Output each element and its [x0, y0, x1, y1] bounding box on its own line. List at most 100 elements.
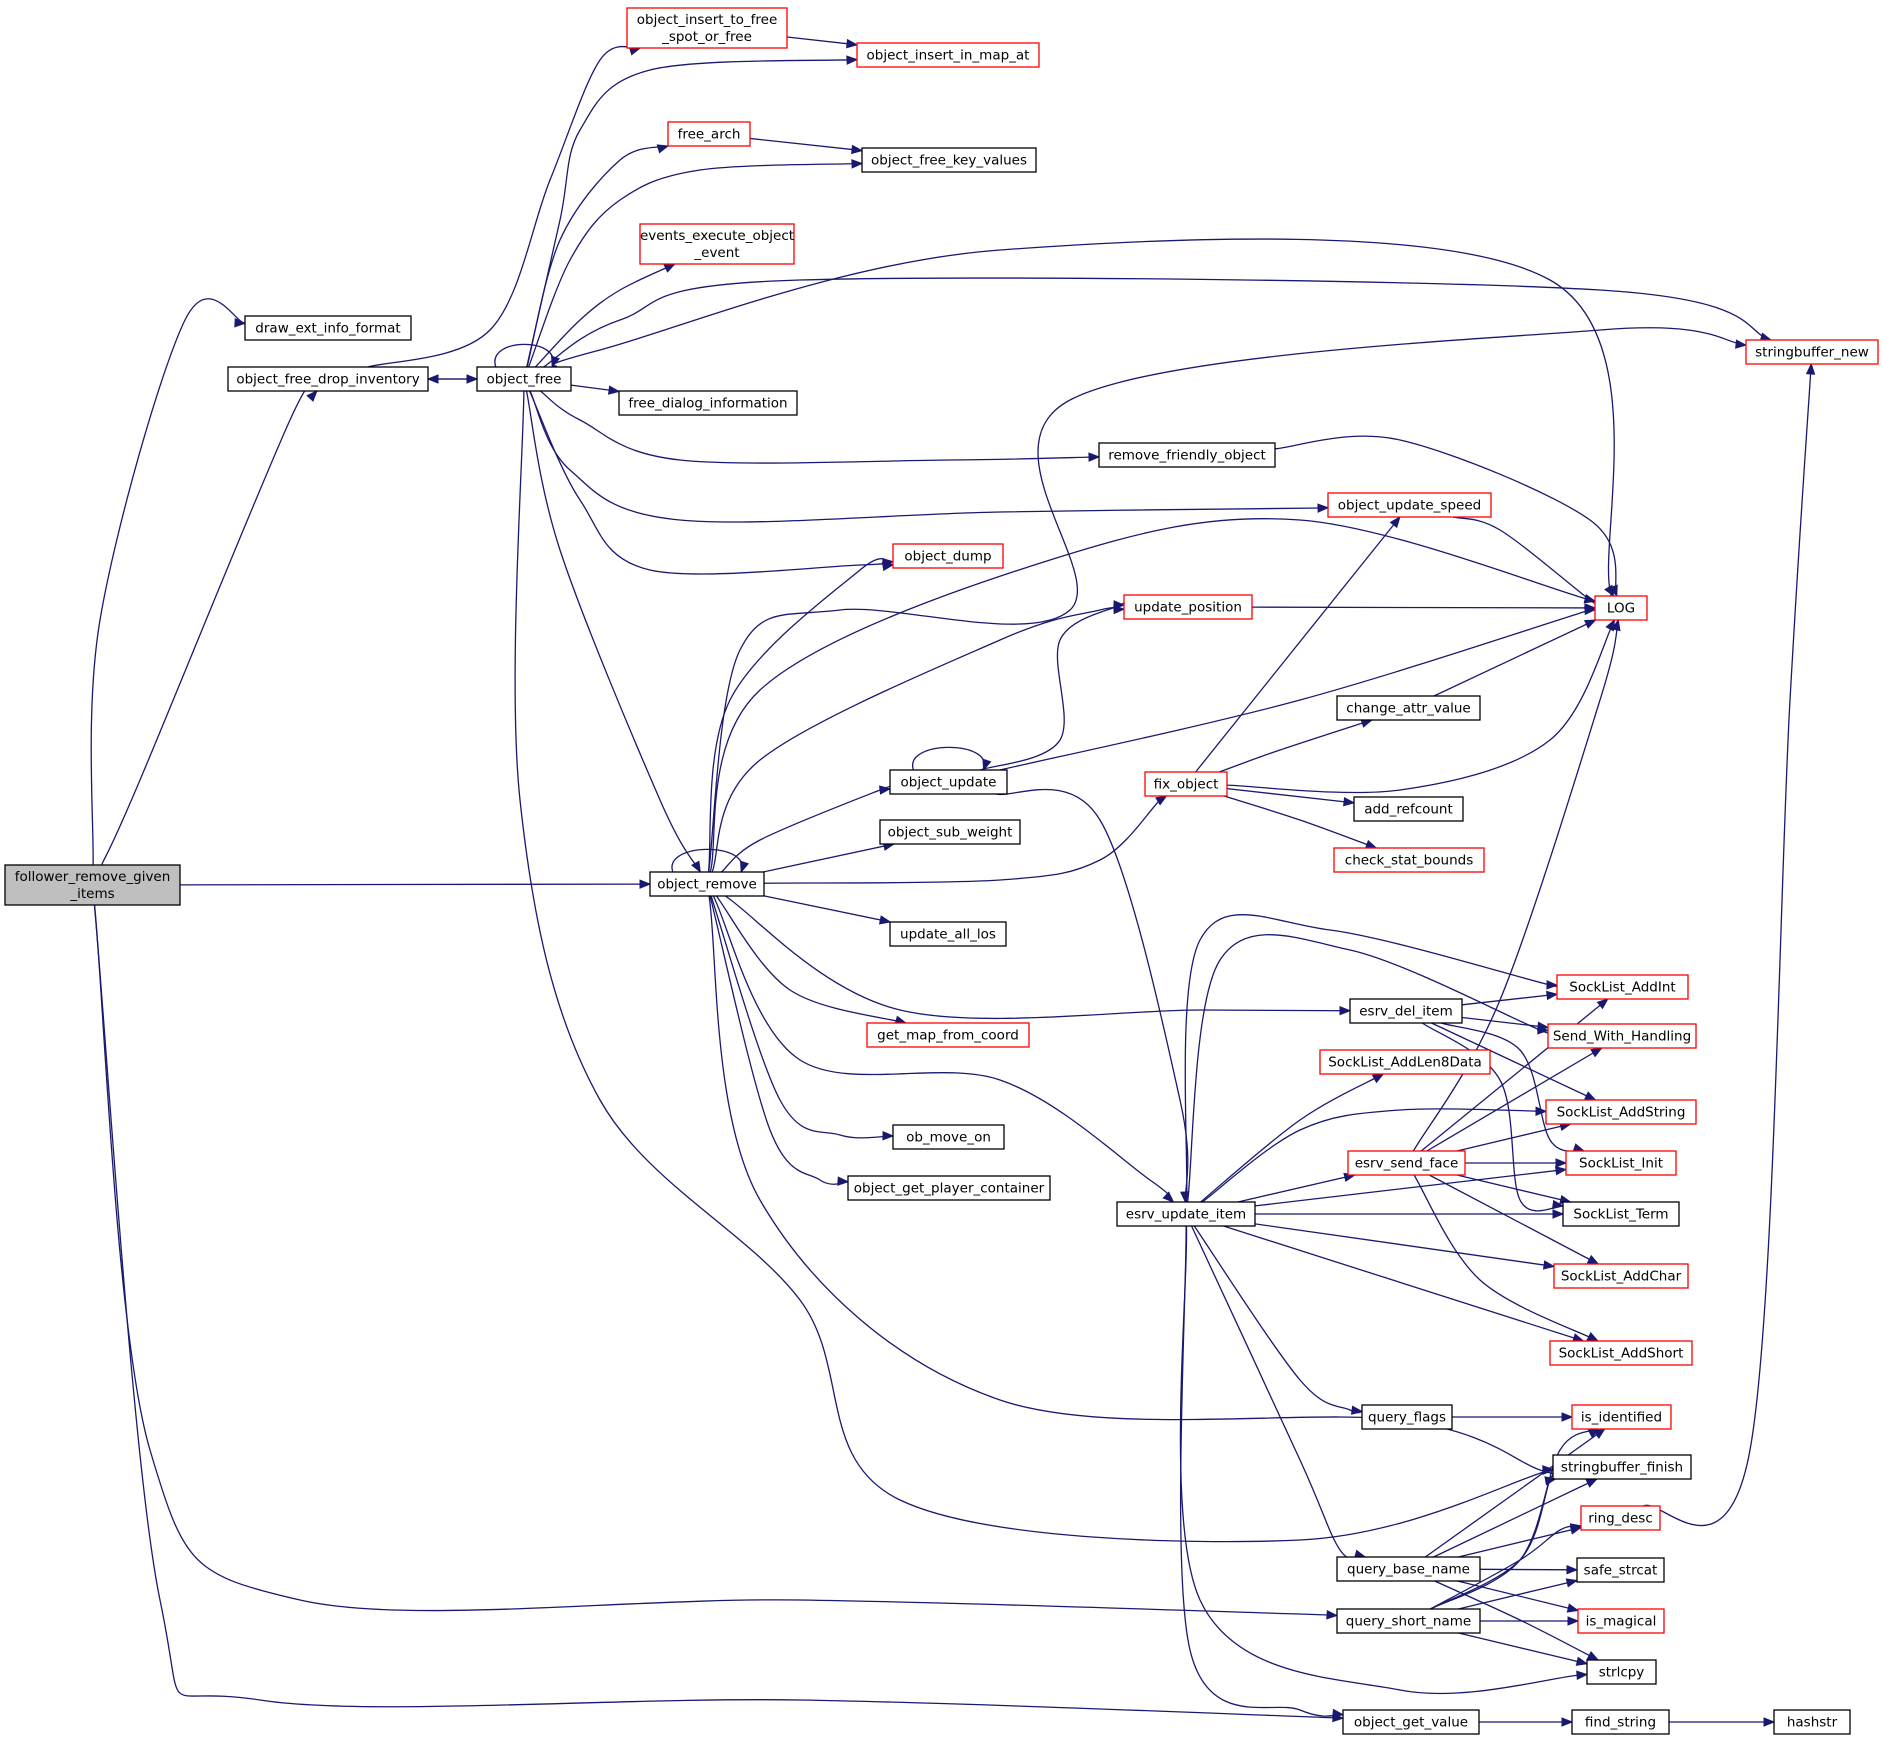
- node-object-update-speed[interactable]: object_update_speed: [1327, 492, 1492, 518]
- node-update-position[interactable]: update_position: [1123, 594, 1253, 620]
- arrowhead-icon: [1586, 1254, 1600, 1265]
- node-label: esrv_send_face: [1355, 1156, 1459, 1172]
- node-get-map-from-coord[interactable]: get_map_from_coord: [866, 1022, 1030, 1048]
- node-box: [227, 366, 429, 392]
- edge-eui-to-sli: [1254, 1168, 1567, 1207]
- node-query-base-name[interactable]: query_base_name: [1336, 1556, 1481, 1582]
- node-label: free_arch: [678, 127, 741, 143]
- node-object-update[interactable]: object_update: [889, 769, 1008, 795]
- node-query-flags[interactable]: query_flags: [1361, 1404, 1453, 1430]
- edge-orem-to-eui: [712, 895, 1174, 1203]
- node-label: stringbuffer_finish: [1561, 1460, 1683, 1476]
- node-object-sub-weight[interactable]: object_sub_weight: [879, 819, 1021, 845]
- node-draw-ext-info-format[interactable]: draw_ext_info_format: [244, 315, 412, 341]
- node-esrv-update-item[interactable]: esrv_update_item: [1116, 1201, 1256, 1227]
- node-esrv-send-face[interactable]: esrv_send_face: [1347, 1150, 1466, 1176]
- node-safe-strcat[interactable]: safe_strcat: [1576, 1557, 1665, 1583]
- node-label: SockList_AddLen8Data: [1328, 1055, 1482, 1071]
- edge-oitf-to-oima: [786, 36, 858, 46]
- node-box: [879, 819, 1021, 845]
- edge-fix-to-cav: [1218, 719, 1372, 773]
- node-label: _event: [693, 245, 739, 261]
- arrowhead-icon: [1590, 1047, 1603, 1058]
- node-log[interactable]: LOG: [1594, 595, 1648, 621]
- node-ob-move-on[interactable]: ob_move_on: [892, 1124, 1005, 1150]
- node-stringbuffer-finish[interactable]: stringbuffer_finish: [1552, 1454, 1692, 1480]
- node-free-arch[interactable]: free_arch: [667, 121, 751, 147]
- node-is-identified[interactable]: is_identified: [1571, 1404, 1672, 1430]
- node-object-insert-to-free-spot-or-free[interactable]: object_insert_to_free_spot_or_free: [626, 7, 788, 49]
- node-ring-desc[interactable]: ring_desc: [1580, 1505, 1661, 1531]
- edge-free-to-free: [494, 343, 554, 368]
- edge-free-to-log: [552, 238, 1617, 616]
- node-stringbuffer-new[interactable]: stringbuffer_new: [1745, 339, 1879, 365]
- edge-orem-to-omo: [710, 895, 894, 1139]
- node-label: fix_object: [1154, 777, 1219, 793]
- node-object-free-drop-inventory[interactable]: object_free_drop_inventory: [227, 366, 429, 392]
- node-object-get-player-container[interactable]: object_get_player_container: [847, 1175, 1051, 1201]
- node-socklist-term[interactable]: SockList_Term: [1562, 1201, 1680, 1227]
- node-hashstr[interactable]: hashstr: [1773, 1709, 1851, 1735]
- node-object-free-key-values[interactable]: object_free_key_values: [861, 147, 1037, 173]
- node-object-dump[interactable]: object_dump: [892, 543, 1004, 569]
- edge-eui-to-esf: [1237, 1174, 1355, 1203]
- node-fix-object[interactable]: fix_object: [1144, 771, 1228, 797]
- edge-orem-to-updpos: [711, 606, 1125, 873]
- edge-free-to-rfo: [539, 390, 1100, 464]
- arrowhead-icon: [1389, 515, 1401, 529]
- arrowhead-icon: [878, 915, 892, 925]
- node-is-magical[interactable]: is_magical: [1577, 1608, 1665, 1634]
- node-socklist-addint[interactable]: SockList_AddInt: [1556, 974, 1689, 1000]
- node-remove-friendly-object[interactable]: remove_friendly_object: [1098, 442, 1276, 468]
- edge-eui-to-slal8: [1200, 1073, 1384, 1203]
- node-box: [1098, 442, 1276, 468]
- node-esrv-del-item[interactable]: esrv_del_item: [1349, 998, 1463, 1024]
- node-label: SockList_AddString: [1557, 1105, 1686, 1121]
- edge-qbn-to-ring: [1458, 1526, 1582, 1558]
- node-socklist-init[interactable]: SockList_Init: [1565, 1150, 1677, 1176]
- node-socklist-addlen8data[interactable]: SockList_AddLen8Data: [1319, 1049, 1491, 1075]
- node-free-dialog-information[interactable]: free_dialog_information: [618, 390, 798, 416]
- arrowhead-icon: [1566, 1603, 1580, 1613]
- node-socklist-addchar[interactable]: SockList_AddChar: [1553, 1263, 1689, 1289]
- node-socklist-addstring[interactable]: SockList_AddString: [1545, 1099, 1697, 1125]
- edge-orem-to-edel: [725, 895, 1351, 1020]
- node-find-string[interactable]: find_string: [1571, 1709, 1670, 1735]
- node-events-execute-object-event[interactable]: events_execute_object_event: [639, 223, 795, 265]
- edge-orem-to-ual: [763, 895, 891, 923]
- node-object-free[interactable]: object_free: [476, 366, 572, 392]
- edge-orem-to-sbnew: [708, 327, 1747, 873]
- node-box: [1547, 1023, 1697, 1049]
- edge-cav-to-log: [1433, 619, 1596, 697]
- arrowhead-icon: [1162, 1191, 1175, 1203]
- node-socklist-addshort[interactable]: SockList_AddShort: [1549, 1340, 1693, 1366]
- node-change-attr-value[interactable]: change_attr_value: [1336, 695, 1481, 721]
- node-layer: follower_remove_given_items draw_ext_info…: [4, 7, 1879, 1735]
- edge-eui-to-slac: [1254, 1223, 1555, 1268]
- edge-orem-to-log: [709, 518, 1614, 873]
- edge-oupd-to-oupd: [912, 746, 985, 771]
- node-label: ring_desc: [1588, 1511, 1653, 1527]
- node-label: object_sub_weight: [888, 825, 1013, 841]
- node-box: [1553, 1263, 1689, 1289]
- edge-edel-to-slt: [1421, 1022, 1564, 1212]
- node-box: [1552, 1454, 1692, 1480]
- node-update-all-los[interactable]: update_all_los: [889, 921, 1007, 947]
- node-check-stat-bounds[interactable]: check_stat_bounds: [1333, 847, 1485, 873]
- edge-esf-to-swh: [1426, 1047, 1602, 1152]
- node-object-insert-in-map-at[interactable]: object_insert_in_map_at: [856, 42, 1040, 68]
- node-strlcpy[interactable]: strlcpy: [1586, 1659, 1657, 1685]
- node-send-with-handling[interactable]: Send_With_Handling: [1547, 1023, 1697, 1049]
- node-label: object_update_speed: [1338, 498, 1481, 514]
- arrowhead-icon: [846, 55, 859, 65]
- arrowhead-icon: [881, 561, 895, 572]
- node-label: is_magical: [1586, 1614, 1657, 1630]
- node-add-refcount[interactable]: add_refcount: [1353, 796, 1464, 822]
- node-box: [1556, 974, 1689, 1000]
- node-box: [1745, 339, 1879, 365]
- node-object-get-value[interactable]: object_get_value: [1342, 1709, 1480, 1735]
- arrowhead-icon: [1339, 1005, 1352, 1016]
- node-object-remove[interactable]: object_remove: [649, 871, 765, 897]
- node-query-short-name[interactable]: query_short_name: [1336, 1608, 1481, 1634]
- node-follower-remove-given-items[interactable]: follower_remove_given_items: [4, 864, 181, 906]
